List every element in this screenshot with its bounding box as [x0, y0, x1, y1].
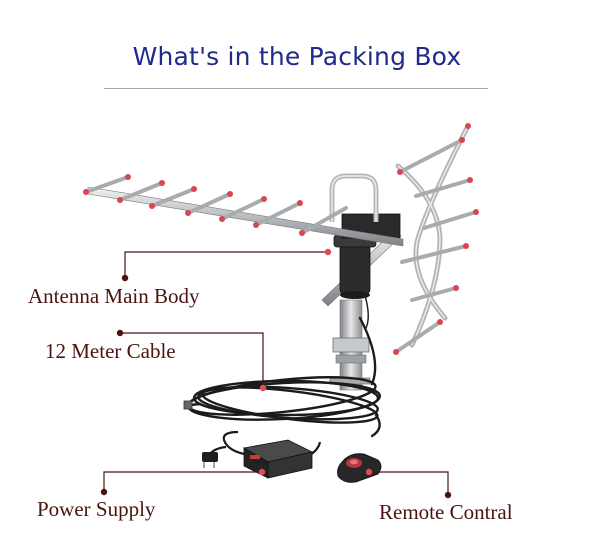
coaxial-cable — [183, 316, 382, 438]
label-power-supply: Power Supply — [37, 497, 156, 521]
antenna-main-body — [83, 123, 479, 391]
label-12-meter-cable: 12 Meter Cable — [45, 339, 176, 363]
label-antenna-main-body: Antenna Main Body — [28, 284, 200, 308]
page-title: What's in the Packing Box — [132, 42, 462, 71]
leader-cable — [116, 329, 267, 392]
leader-remote — [365, 468, 452, 499]
title-divider — [104, 88, 488, 89]
remote-control — [337, 453, 382, 483]
leader-antenna — [121, 248, 332, 282]
leader-power — [100, 468, 266, 496]
label-remote-contral: Remote Contral — [379, 500, 513, 524]
